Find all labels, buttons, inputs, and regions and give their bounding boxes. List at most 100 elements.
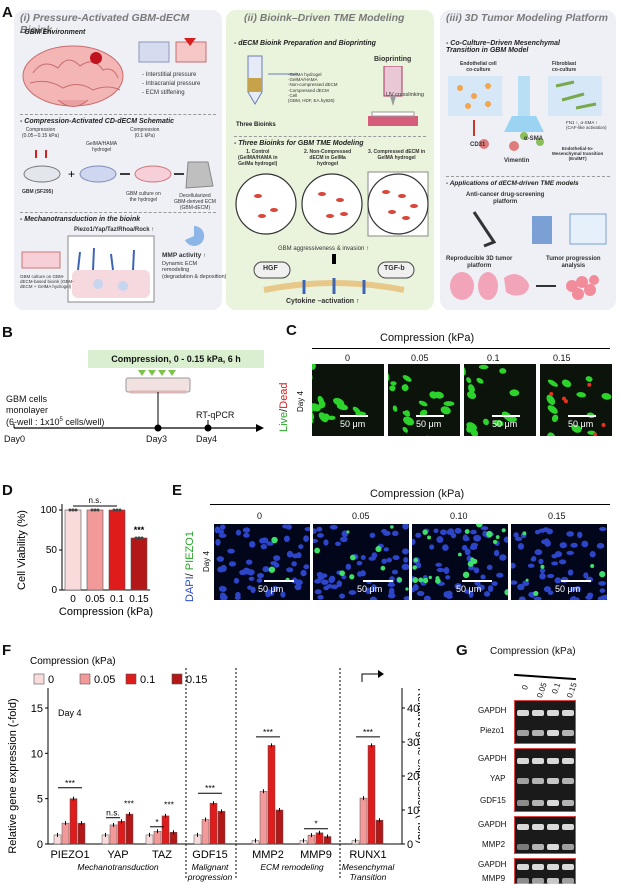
piezo-signal (467, 560, 474, 567)
panel-a-letter: A (2, 4, 13, 21)
nucleus (280, 591, 286, 598)
nucleus (402, 524, 409, 530)
left-tick-label: 5 (37, 794, 43, 806)
right-tick-label: 10 (407, 805, 419, 817)
gel-band (562, 878, 574, 884)
bioink-1-label: 1. Control (GelMA/HAMA in GelMa hydrogel… (238, 149, 278, 167)
env-interstitial: - Interstitial pressure (142, 72, 197, 78)
three-bioinks-label: Three Bioinks (236, 122, 276, 128)
scalebar-e-1 (363, 580, 393, 582)
nucleus (566, 531, 574, 537)
live-cell (551, 414, 559, 423)
scalebar-c-3 (568, 415, 596, 417)
piezo-image-1 (313, 524, 409, 600)
nucleus (369, 532, 376, 538)
gel-row-4: GDF15 (480, 796, 506, 805)
nucleus (567, 569, 574, 576)
anti-cancer-label: Anti-cancer drug-screening platform (466, 192, 545, 205)
nucleus (382, 530, 391, 536)
nucleus (415, 562, 422, 569)
piezo-cells-2 (412, 524, 508, 600)
nucleus (228, 561, 237, 567)
expression-bar (267, 745, 276, 845)
piezo-cells-1 (313, 524, 409, 600)
nucleus (233, 577, 240, 584)
live-dead-cells-1 (388, 370, 455, 436)
nucleus (468, 590, 474, 598)
right-tick-label: 40 (407, 703, 419, 715)
x-tick-label: 0.1 (110, 594, 124, 605)
panel-c-col-3: 0.15 (553, 353, 571, 363)
gel-row-0: GAPDH (478, 706, 507, 715)
gel-row-6: MMP2 (482, 840, 506, 849)
gel-band (562, 800, 574, 806)
dapi-label: DAPI (184, 576, 196, 602)
live-dead-image-0 (312, 364, 384, 436)
nucleus (340, 536, 348, 543)
nucleus (360, 555, 366, 561)
panel-e-col-1: 0.05 (352, 511, 370, 521)
nucleus (496, 572, 504, 578)
scale-e-2: 50 μm (456, 584, 482, 594)
nucleus (454, 583, 462, 590)
nucleus (570, 596, 577, 600)
live-cell (585, 376, 593, 382)
right-axis-arrowhead (378, 670, 384, 678)
expression-bar (375, 819, 384, 845)
nucleus (336, 580, 343, 588)
nucleus (217, 566, 225, 573)
live-label: Live (278, 411, 290, 432)
panel-c-letter: C (286, 322, 297, 339)
sig-annotation: *** (363, 727, 374, 737)
piezo-signal (380, 565, 386, 571)
gel-band (562, 864, 574, 870)
live-cell (390, 381, 397, 386)
gel-band (517, 778, 529, 784)
decell-label: Decellularized GBM-derived ECM (GBM-dECM… (174, 193, 216, 211)
panel-c-ylabel: Live/Dead (278, 382, 290, 432)
piezo-signal (375, 545, 382, 553)
nucleus (321, 579, 329, 585)
bioink-2-label: 2. Non-Compressed dECM in GelMa hydrogel (304, 149, 352, 167)
gel-row-3: YAP (490, 774, 506, 783)
nucleus (330, 584, 339, 590)
nucleus (554, 577, 562, 584)
nucleus (248, 576, 255, 581)
day3-label: Day3 (146, 434, 168, 444)
nucleus (304, 527, 310, 532)
progression-label: Tumor progression analysis (546, 256, 601, 269)
cells-label-end: cells/well) (62, 416, 105, 427)
nucleus (402, 548, 409, 555)
coculture-title: - Co-Culture–Driven Mesenchymal Transiti… (446, 40, 560, 54)
data-point (90, 508, 94, 512)
gel-band (562, 824, 574, 830)
group-label: Transition (350, 872, 387, 882)
live-cell (317, 395, 325, 406)
cytokine-label: Cytokine –activation ↑ (286, 298, 360, 305)
nucleus (566, 550, 574, 555)
live-cell (478, 364, 489, 370)
live-cell (352, 406, 361, 414)
sig-annotation: n.s. (106, 808, 120, 818)
uv-crosslinking-label: UV crosslinking (386, 92, 424, 98)
panel-c-col-1: 0.05 (411, 353, 429, 363)
piezo-image-3 (511, 524, 607, 600)
live-cell (429, 391, 438, 399)
expression-bar (359, 797, 368, 845)
category-label: TAZ (152, 849, 172, 861)
dead-cell (549, 391, 554, 396)
legend-swatch (171, 673, 183, 685)
gel-band (517, 758, 529, 764)
nucleus (389, 587, 395, 594)
legend-label: 0.15 (186, 674, 207, 686)
data-point (134, 536, 138, 540)
nucleus (387, 593, 396, 599)
cells-label: GBM cells monolayer (6-well : 1x105 cell… (6, 394, 104, 428)
live-cell (418, 400, 428, 407)
nucleus (282, 524, 289, 529)
gel-band (547, 778, 559, 784)
legend-label: 0 (48, 674, 54, 686)
expression-bar (259, 791, 268, 845)
nucleus (243, 532, 250, 538)
